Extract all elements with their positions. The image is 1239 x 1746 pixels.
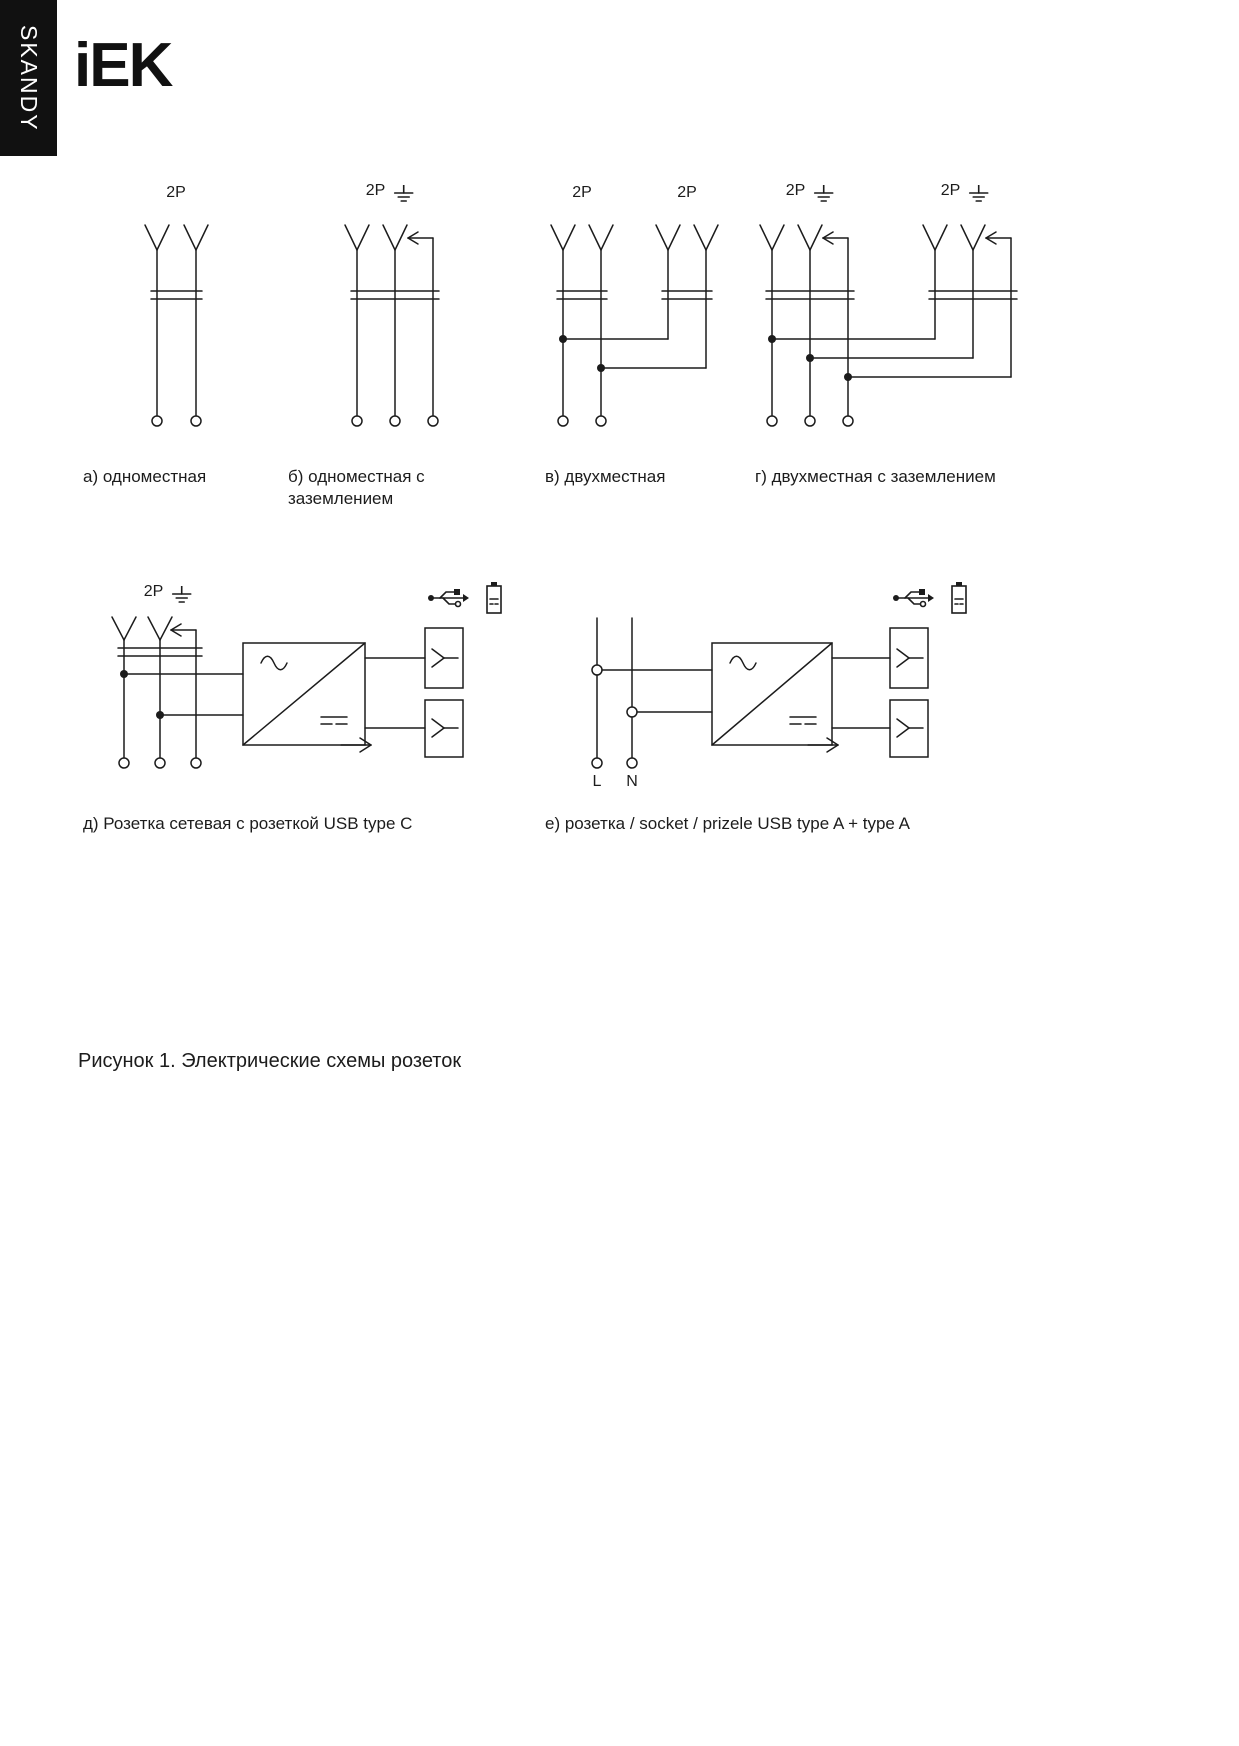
figure-caption: Рисунок 1. Электрические схемы розеток bbox=[78, 1050, 462, 1072]
ground-icon bbox=[968, 185, 989, 202]
single-socket-schematic bbox=[144, 224, 209, 427]
pole-label-group-right: 2P bbox=[941, 182, 990, 203]
diagram-a: 2P а) одноместная bbox=[80, 180, 250, 505]
pole-label-left: 2P bbox=[572, 184, 592, 201]
diagram-caption: б) одноместная с заземлением bbox=[288, 467, 425, 509]
pole-label-group: 2P bbox=[144, 583, 193, 604]
diagram-c: 2P 2P в) двухместная bbox=[540, 180, 730, 505]
pole-label: 2P bbox=[166, 184, 186, 201]
terminal-label-l: L bbox=[592, 773, 602, 790]
battery-icon bbox=[951, 582, 967, 614]
single-socket-grounded-schematic bbox=[344, 224, 440, 427]
series-tab-label: SKANDY bbox=[16, 24, 42, 132]
terminal-label-n: N bbox=[626, 773, 638, 790]
pole-label: 2P bbox=[940, 182, 961, 199]
diagram-caption: е) розетка / socket / prizele USB type A… bbox=[545, 814, 911, 833]
series-tab: SKANDY bbox=[0, 0, 57, 156]
diagram-caption: в) двухместная bbox=[545, 467, 666, 486]
usb-socket-ln-schematic bbox=[591, 617, 929, 769]
diagram-caption: г) двухместная с заземлением bbox=[755, 467, 996, 486]
diagram-caption: д) Розетка сетевая с розеткой USB type C bbox=[83, 814, 413, 833]
battery-icon bbox=[486, 582, 502, 614]
diagram-d: 2P 2P г) д bbox=[750, 180, 1040, 505]
pole-label: 2P bbox=[143, 583, 164, 600]
pole-label-group: 2P bbox=[366, 182, 415, 203]
pole-label: 2P bbox=[365, 182, 386, 199]
double-socket-grounded-schematic bbox=[759, 224, 1018, 427]
ground-icon bbox=[393, 185, 414, 202]
iek-logo: iEK bbox=[74, 31, 173, 100]
usb-icon bbox=[893, 589, 934, 608]
pole-label-group-left: 2P bbox=[786, 182, 835, 203]
diagram-e: 2P bbox=[75, 575, 525, 865]
pole-label-right: 2P bbox=[677, 184, 697, 201]
usb-socket-schematic bbox=[111, 616, 464, 769]
diagram-f: L N е) розетка / socket / prizele USB ty… bbox=[540, 575, 990, 865]
ground-icon bbox=[813, 185, 834, 202]
ground-icon bbox=[171, 586, 192, 603]
diagram-b: 2P б) одноместная с заземлением bbox=[280, 180, 470, 515]
usb-icon bbox=[428, 589, 469, 608]
pole-label: 2P bbox=[785, 182, 806, 199]
double-socket-schematic bbox=[550, 224, 719, 427]
diagram-caption: а) одноместная bbox=[83, 467, 207, 486]
